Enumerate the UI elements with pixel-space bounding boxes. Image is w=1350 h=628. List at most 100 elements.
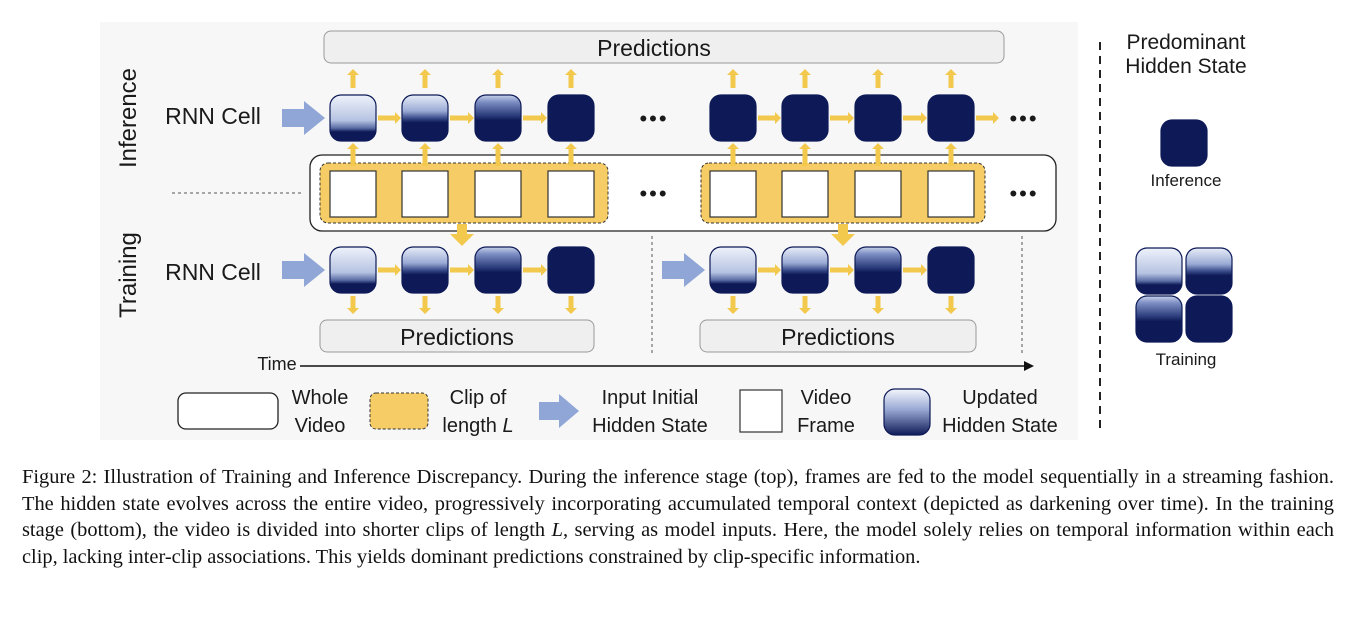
sidebar-title-line1: Predominant [1126,31,1245,54]
hidden-state [329,246,377,294]
hidden-state [854,246,902,294]
recurrent-arrow-icon [523,112,547,124]
sidebar-inference-label: Inference [1151,171,1222,190]
hidden-state [329,94,377,142]
predictions-top-box [323,30,1005,64]
prediction-down-arrow-icon [419,296,431,314]
prediction-up-arrow-icon [419,69,431,88]
frame-to-state-arrow-icon [727,143,739,166]
sidebar-training-state [1185,295,1233,343]
input-arrow-icon [662,253,705,287]
hidden-state [854,94,902,142]
prediction-down-arrow-icon [799,296,811,314]
prediction-up-arrow-icon [347,69,359,88]
video-frame [547,170,595,218]
input-arrow-icon [282,101,325,135]
ellipsis-frames-end: ••• [1009,181,1038,206]
ellipsis-inference-end: ••• [1009,106,1038,131]
predictions-top-label: Predictions [597,35,711,61]
recurrent-arrow-icon [903,112,927,124]
video-frame [329,170,377,218]
time-label: Time [257,354,296,374]
yellow-arrows [347,69,999,314]
legend-input-arrow-icon [539,394,579,428]
recurrent-arrow-icon [903,264,927,276]
video-frame [854,170,902,218]
legend-hidden-line1: Updated [962,387,1038,409]
legend: Whole Video Clip of length L Input Initi… [177,387,1058,437]
hidden-state [547,246,595,294]
video-frame [781,170,829,218]
clip-box [700,162,986,224]
legend-clip-line1: Clip of [450,387,507,409]
prediction-up-arrow-icon [565,69,577,88]
clip-input-arrow-icon [831,224,855,246]
prediction-down-arrow-icon [945,296,957,314]
hidden-state [927,94,975,142]
legend-hidden-swatch [883,388,931,436]
recurrent-arrow-icon [378,112,401,124]
legend-input-line1: Input Initial [602,387,699,409]
legend-frame-swatch [739,389,783,433]
recurrent-arrow-icon [450,112,474,124]
predictions-clip1-label: Predictions [400,324,514,350]
training-inference-diagram: Predictions Inference Training RNN Cell … [115,30,1247,437]
prediction-up-arrow-icon [492,69,504,88]
hidden-state [474,94,522,142]
prediction-down-arrow-icon [565,296,577,314]
recurrent-arrow-icon [450,264,474,276]
prediction-down-arrow-icon [492,296,504,314]
stage-training-label: Training [115,232,142,318]
stage-inference-label: Inference [115,68,142,168]
recurrent-arrow-icon [830,112,854,124]
video-frame [927,170,975,218]
prediction-up-arrow-icon [727,69,739,88]
clip-box [319,162,609,224]
sidebar-training-state [1135,247,1183,295]
time-axis-arrowhead-icon [1024,361,1034,371]
sidebar-training-label: Training [1156,350,1217,369]
sidebar-title-line2: Hidden State [1125,55,1246,78]
rnn-cell-inference-label: RNN Cell [165,103,261,129]
recurrent-arrow-icon [976,112,999,124]
prediction-down-arrow-icon [872,296,884,314]
predictions-clip2-box [699,319,977,353]
sidebar-inference-state [1160,119,1208,167]
clip-input-arrow-icon [450,224,474,246]
recurrent-arrow-icon [378,264,401,276]
caption-label: Figure 2: [22,466,98,488]
input-arrow-icon [282,253,325,287]
inference-hidden-states [329,94,975,142]
legend-clip-line2: length L [442,415,513,437]
prediction-up-arrow-icon [872,69,884,88]
legend-input-line2: Hidden State [592,415,708,437]
legend-whole-video-swatch [177,392,279,430]
hidden-state [927,246,975,294]
caption-text: Illustration of Training and Inference D… [22,466,1334,568]
legend-clip-swatch [369,392,429,430]
video-frame [474,170,522,218]
figure-caption: Figure 2: Illustration of Training and I… [22,464,1334,570]
prediction-down-arrow-icon [727,296,739,314]
legend-frame-line2: Frame [797,415,855,437]
hidden-state [401,246,449,294]
legend-whole-video-line2: Video [295,415,346,437]
frame-to-state-arrow-icon [347,143,359,166]
legend-frame-line1: Video [801,387,852,409]
frame-to-state-arrow-icon [492,143,504,166]
recurrent-arrow-icon [758,112,781,124]
prediction-up-arrow-icon [945,69,957,88]
recurrent-arrow-icon [523,264,547,276]
hidden-state [401,94,449,142]
predominant-hidden-state-panel: Predominant Hidden State Inference Train… [1125,31,1246,369]
ellipsis-frames: ••• [639,181,668,206]
hidden-state [474,246,522,294]
prediction-down-arrow-icon [347,296,359,314]
hidden-state [781,94,829,142]
legend-hidden-line2: Hidden State [942,415,1058,437]
frame-to-state-arrow-icon [945,143,957,166]
ellipsis-inference: ••• [639,106,668,131]
training-hidden-states [329,246,975,294]
predictions-clip2-label: Predictions [781,324,895,350]
frame-to-state-arrow-icon [872,143,884,166]
